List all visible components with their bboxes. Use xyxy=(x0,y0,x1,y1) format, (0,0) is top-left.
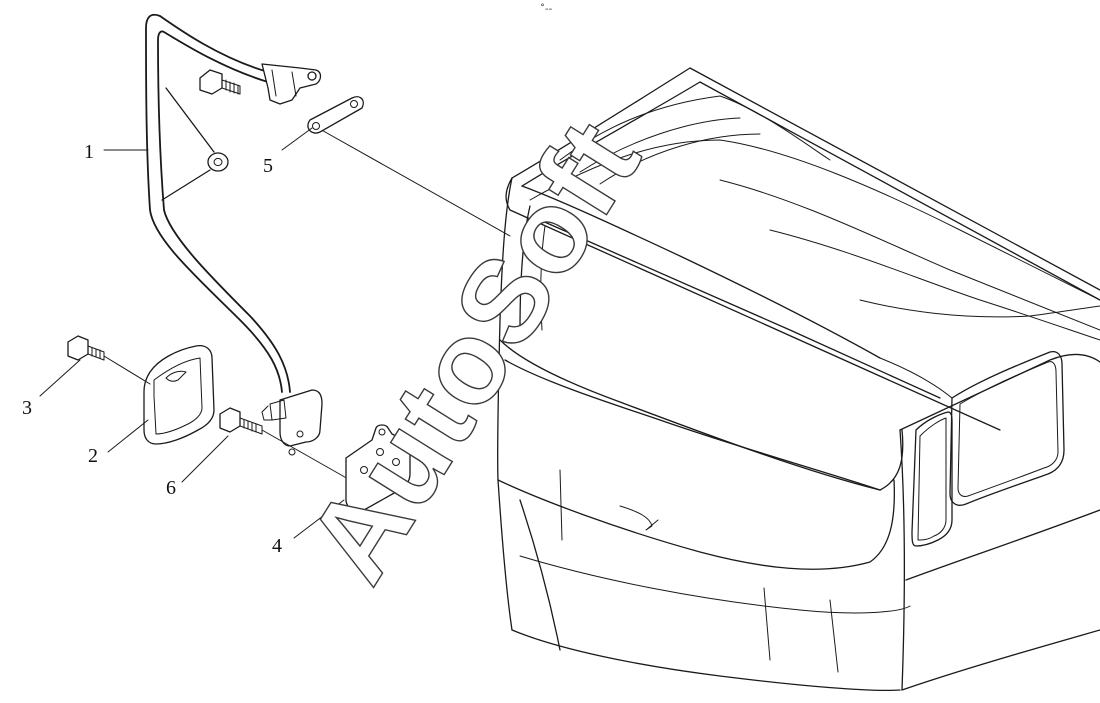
part-3-bolt xyxy=(67,335,105,361)
callout-label-3: 3 xyxy=(22,397,32,419)
callout-label-6: 6 xyxy=(166,477,176,499)
top-mark: ˚-- xyxy=(540,3,553,15)
watermark-text: AutoSoft xyxy=(282,98,666,604)
vehicle-cab xyxy=(496,67,1100,692)
part-2-mirror-cover xyxy=(143,344,215,445)
callout-label-4: 4 xyxy=(272,535,282,557)
callout-label-5: 5 xyxy=(263,155,273,177)
callout-labels: 1 2 3 4 5 6 xyxy=(22,141,282,557)
part-1-mirror-stay xyxy=(145,13,291,393)
watermark: AutoSoft xyxy=(281,97,667,604)
upper-clamp-bracket xyxy=(261,63,322,105)
part-4-mounting-plate xyxy=(345,424,411,512)
upper-bolt xyxy=(199,69,241,95)
part-5-link-plate xyxy=(307,96,364,134)
callout-leaders xyxy=(39,127,345,539)
bolt-3-axis-line xyxy=(103,355,151,385)
lower-mount-bracket xyxy=(261,389,323,456)
washer xyxy=(207,152,229,172)
part-6-bolt xyxy=(219,407,263,435)
callout-label-2: 2 xyxy=(88,445,98,467)
mounting-line xyxy=(317,127,511,237)
callout-label-1: 1 xyxy=(84,141,94,163)
bolt-6-axis-line xyxy=(261,429,351,481)
